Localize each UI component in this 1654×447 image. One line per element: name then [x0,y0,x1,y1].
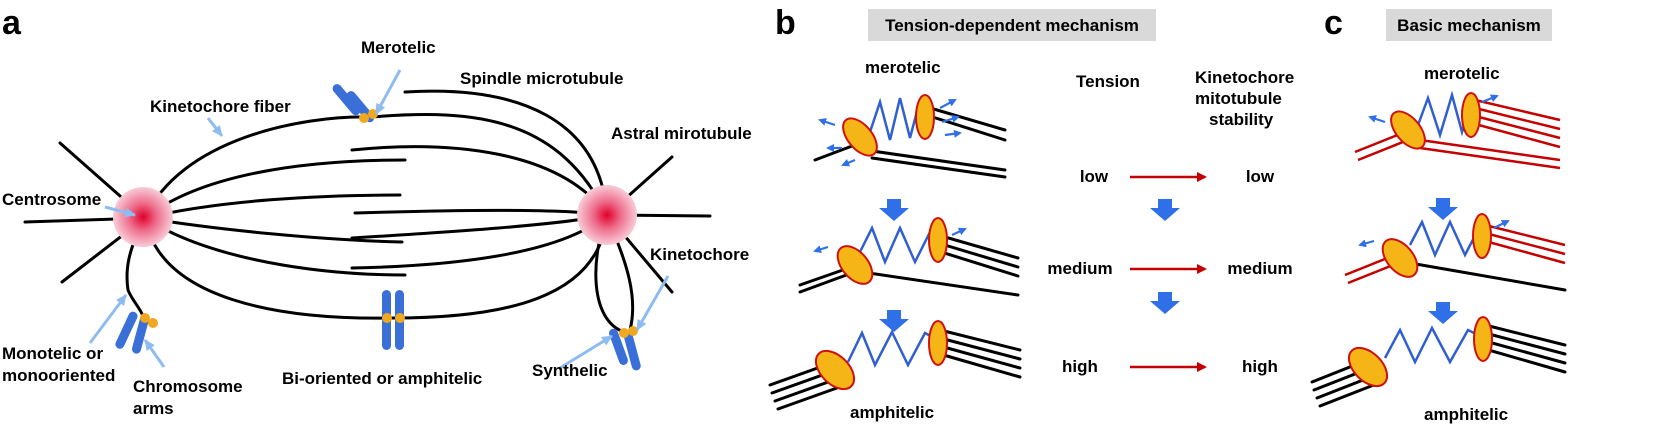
down-arrow-mid-2 [1150,292,1180,314]
header-box-b [868,9,1156,41]
kinetochore-pointer [635,275,670,331]
label-astral-microtubule: Astral mirotubule [611,124,752,143]
label-chromosome-arms-2: arms [133,399,174,418]
monotelic-pointer [88,294,128,344]
merotelic-right-fiber [370,113,609,217]
label-b-amphitelic: amphitelic [850,403,934,422]
monotelic-chromosome [115,311,158,354]
bioriented-right-fiber [391,213,609,320]
b-amphitelic-illustration [768,320,1022,411]
label-kinetochore-fiber: Kinetochore fiber [150,97,291,116]
label-merotelic: Merotelic [361,38,436,57]
merotelic-pointer [374,69,402,115]
col-header-stability-2: mitotubule [1195,89,1282,108]
header-tension-dependent: Tension-dependent mechanism [885,16,1139,35]
down-arrow-b-2 [879,310,909,332]
row-medium-tension: medium [1047,259,1112,278]
down-arrow-c-1 [1428,198,1458,220]
c-medium-illustration [1344,213,1567,292]
label-c-amphitelic: amphitelic [1424,405,1508,424]
label-kinetochore: Kinetochore [650,245,749,264]
b-merotelic-illustration [813,94,1007,179]
spindle-mt-right-b [353,208,609,217]
col-header-stability-1: Kinetochore [1195,68,1294,87]
bioriented-left-fiber [143,216,395,320]
centrosome-pointer [104,205,136,218]
down-arrow-mid-1 [1150,199,1180,221]
row-medium-stability: medium [1227,259,1292,278]
c-merotelic-illustration [1354,90,1561,170]
spindle-diagram [23,69,712,371]
label-monotelic-2: monooriented [2,366,115,385]
spindle-mt-left-c [143,216,404,244]
spindle-mt-right-a [350,145,609,217]
synthelic-pointer [559,334,613,370]
col-header-stability-3: stability [1209,110,1274,129]
spindle-mt-left-d [143,216,407,277]
header-basic-mechanism: Basic mechanism [1397,16,1541,35]
header-box-c [1386,9,1552,41]
label-centrosome: Centrosome [2,190,101,209]
panel-a-letter: a [2,4,22,42]
spindle-mt-left-b [143,193,402,220]
kinetochore-fiber-pointer [206,117,224,137]
label-c-merotelic: merotelic [1424,64,1500,83]
row-low-stability: low [1246,167,1275,186]
merotelic-chromosome [332,84,378,123]
b-medium-illustration [798,217,1020,297]
spindle-mt-top [403,89,609,217]
chromosome-arms-pointer [143,339,166,368]
label-monotelic-1: Monotelic or [2,344,103,363]
panel-b-letter: b [775,4,796,42]
centrosome-right [577,185,637,245]
c-amphitelic-illustration [1310,316,1567,408]
label-spindle-microtubule: Spindle microtubule [460,69,623,88]
row-high-tension: high [1062,357,1098,376]
label-synthelic: Synthelic [532,361,608,380]
row-high-stability: high [1242,357,1278,376]
col-header-tension: Tension [1076,72,1140,91]
label-chromosome-arms-1: Chromosome [133,377,243,396]
down-arrow-b-1 [879,199,909,221]
down-arrow-c-2 [1428,302,1458,324]
spindle-mt-right-c [350,213,609,240]
bioriented-chromosome [382,290,405,350]
row-low-tension: low [1080,167,1109,186]
synthelic-chromosome [609,326,641,371]
panel-c-letter: c [1324,4,1343,42]
centrosome-left [113,187,173,247]
kinetochore-fiber-merotelic [143,115,374,220]
label-b-merotelic: merotelic [865,58,941,77]
label-bioriented: Bi-oriented or amphitelic [282,369,482,388]
